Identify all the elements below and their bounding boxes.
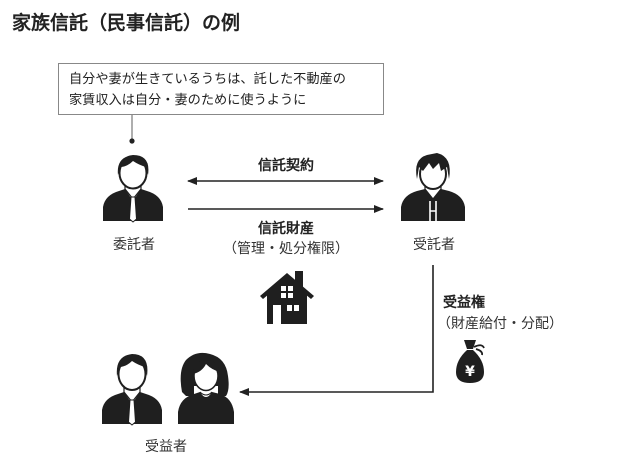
yen-symbol: ¥ (465, 364, 475, 380)
house-icon (260, 271, 314, 324)
callout-line-1: 自分や妻が生きているうちは、託した不動産の (69, 72, 346, 87)
beneficiary-label: 受益者 (145, 439, 187, 455)
property-label: 信託財産 (258, 221, 314, 237)
callout-box: 自分や妻が生きているうちは、託した不動産の 家賃収入は自分・妻のために使うように (58, 63, 384, 115)
settlor-person-icon (103, 155, 163, 223)
trustee-person-icon (401, 153, 465, 221)
diagram-title: 家族信託（民事信託）の例 (12, 12, 241, 34)
property-note: （管理・処分権限） (223, 241, 349, 257)
callout-line-2: 家賃収入は自分・妻のために使うように (69, 93, 307, 108)
yen-money-bag-icon: ¥ (456, 340, 485, 383)
contract-label: 信託契約 (258, 158, 314, 174)
beneficiary-woman-icon (178, 352, 234, 424)
trustee-label: 受託者 (413, 237, 455, 253)
benefit-note: （財産給付・分配） (437, 316, 563, 332)
settlor-label: 委託者 (113, 237, 155, 253)
benefit-arrow (239, 265, 434, 396)
callout-connector (129, 115, 135, 144)
beneficiary-man-icon (102, 354, 162, 426)
benefit-label: 受益権 (443, 295, 485, 311)
